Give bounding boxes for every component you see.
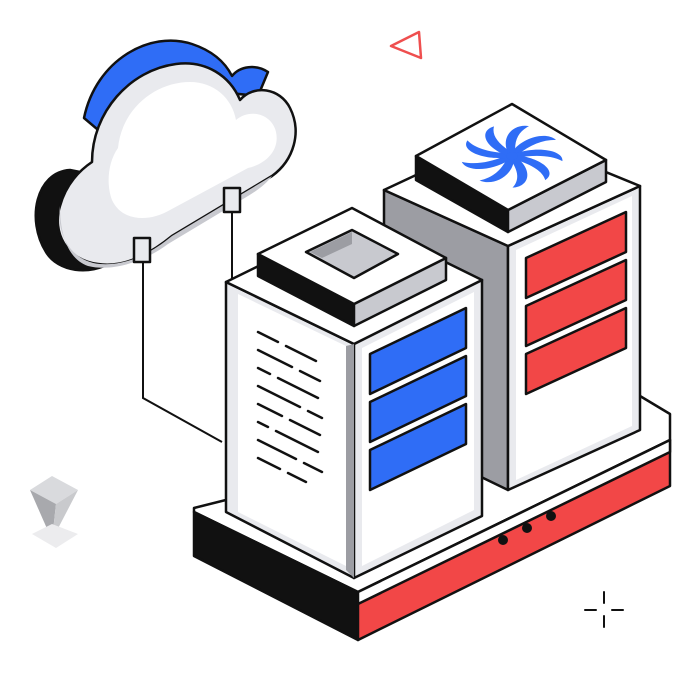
left-tower-cap <box>256 206 448 328</box>
cloud-icon <box>34 39 297 272</box>
vent-lines <box>256 330 324 484</box>
vent-line <box>256 438 324 474</box>
blue-panels <box>368 306 468 492</box>
blue-panel <box>368 402 468 492</box>
indicator-dot <box>522 523 532 533</box>
indicator-dot <box>546 511 556 521</box>
map-pin-icon <box>30 476 78 548</box>
cooling-fan-icon <box>461 125 563 188</box>
vent-line <box>256 456 308 484</box>
red-panels <box>524 210 628 396</box>
vent-line <box>256 366 320 400</box>
blue-panel <box>368 306 468 396</box>
blue-panel <box>368 354 468 444</box>
red-panel <box>524 258 628 348</box>
vent-line <box>256 420 320 454</box>
vent-line <box>256 402 322 437</box>
triangle-icon <box>389 30 423 60</box>
indicator-dot <box>498 535 508 545</box>
sparkle-icon <box>584 591 624 628</box>
red-panel <box>524 210 628 300</box>
red-panel <box>524 306 628 396</box>
vent-line <box>256 348 322 383</box>
platform-indicator-dots <box>498 511 556 545</box>
vent-line <box>256 330 318 363</box>
vent-line <box>256 384 324 420</box>
